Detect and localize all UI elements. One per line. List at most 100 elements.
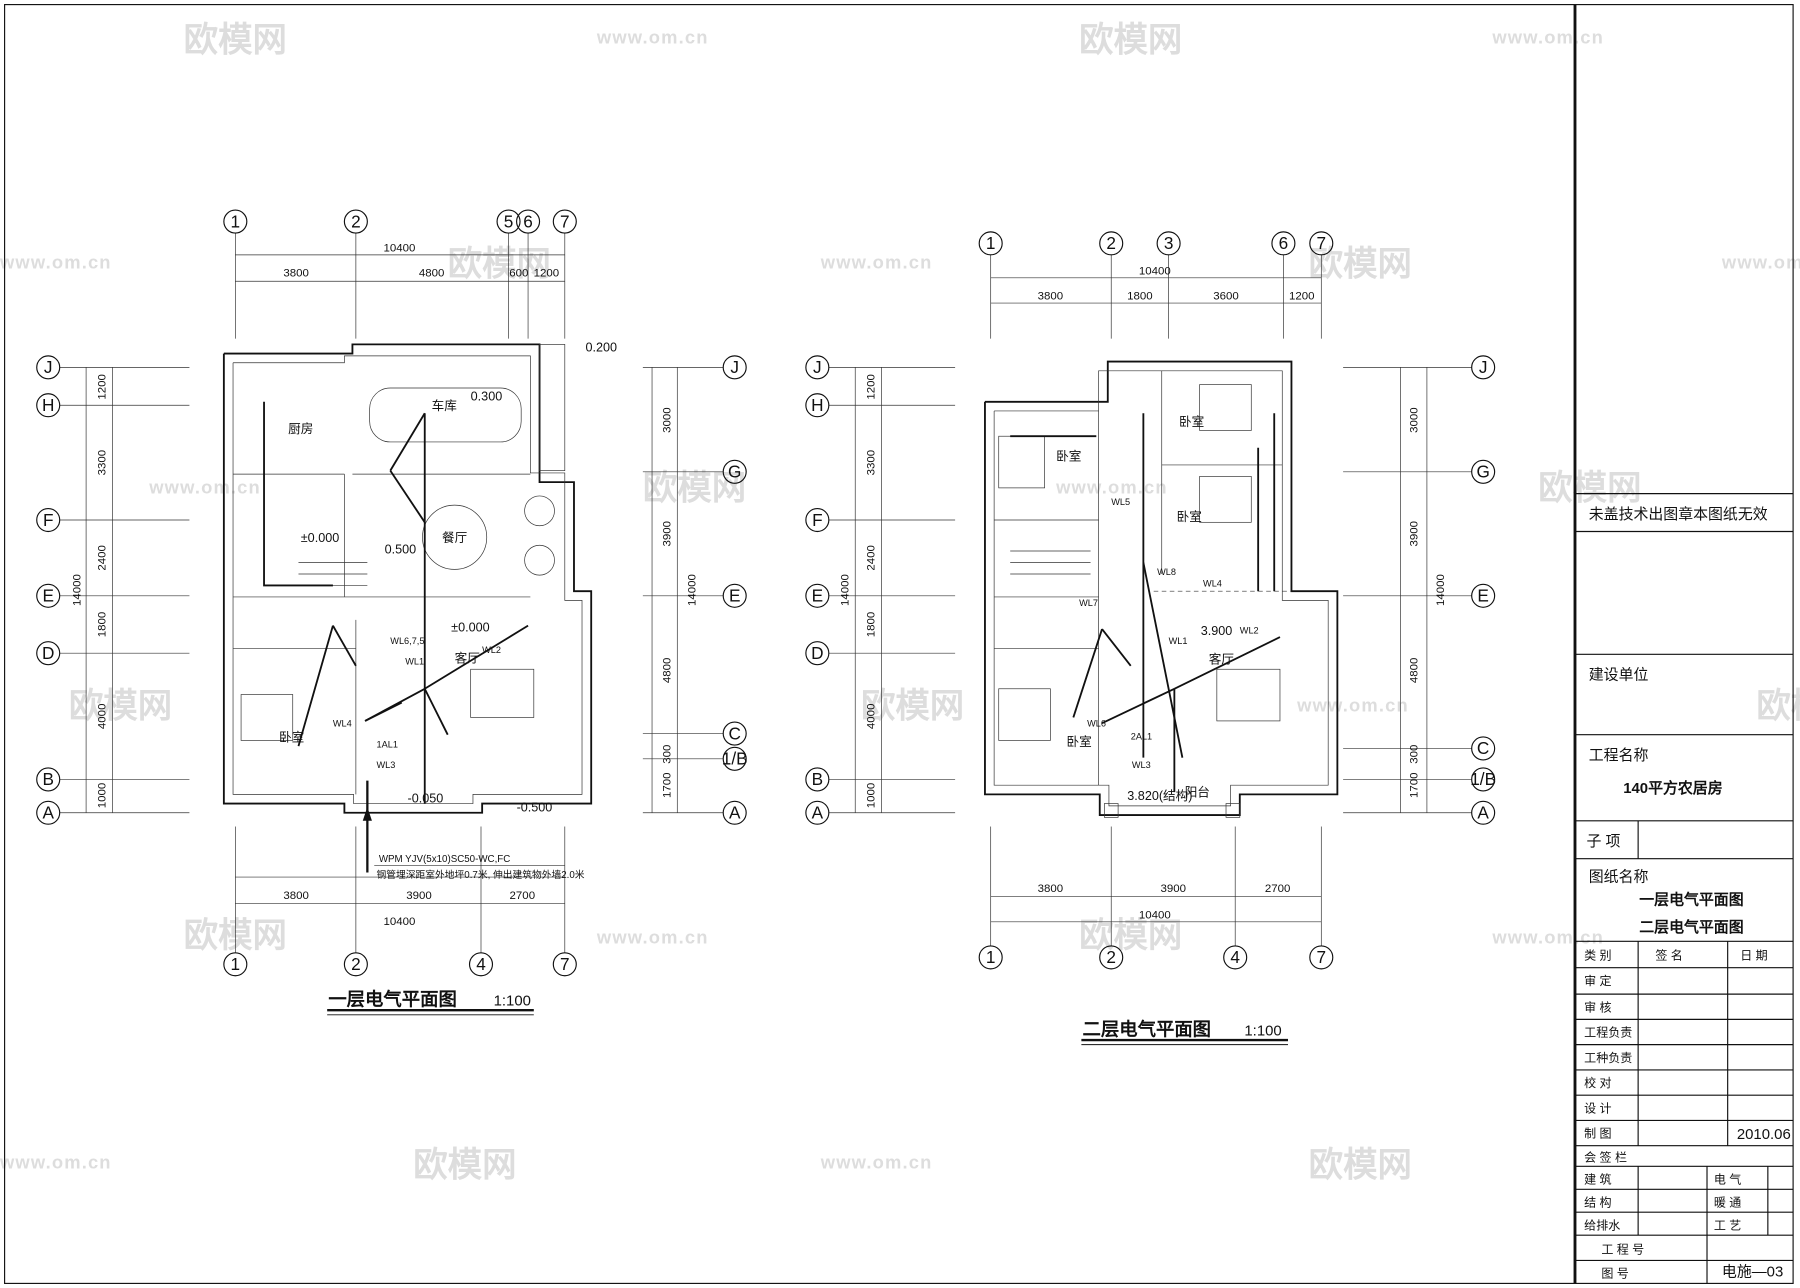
axis-bubble-left-label: F (812, 510, 823, 530)
dining-table-icon (422, 504, 488, 570)
axis-bubble-bottom (1309, 945, 1334, 970)
axis-bubble-left (36, 507, 61, 533)
axis-bubble-left (805, 767, 830, 792)
axis-bubble-top (1099, 231, 1124, 256)
axis-bubble-bottom (552, 952, 577, 977)
watermark-url: www.om.cn (0, 252, 112, 273)
axis-bubble-left-label: H (811, 395, 823, 415)
countersign-discipline: 给排水 (1584, 1218, 1620, 1232)
dimension-text: 1200 (534, 268, 560, 280)
axis-bubble-left-label: A (812, 802, 824, 822)
axis-bubble-bottom-label: 7 (1317, 947, 1327, 967)
dimension-text: 14000 (1435, 574, 1447, 606)
drawing-name: 一层电气平面图 (1639, 891, 1743, 909)
axis-bubble-right-label: C (728, 723, 740, 743)
dimension-text: 3900 (1409, 521, 1421, 547)
countersign-discipline: 电 气 (1714, 1172, 1741, 1187)
axis-bubble-bottom-label: 1 (986, 947, 996, 967)
axis-bubble-left (805, 800, 830, 825)
watermark-brand: 欧模网 (861, 687, 964, 725)
axis-bubble-right (722, 721, 747, 746)
axis-bubble-bottom (978, 945, 1003, 970)
countersign-discipline: 工 艺 (1714, 1218, 1741, 1232)
plan2-floorplan (984, 360, 1339, 818)
title-block-grid (1574, 493, 1794, 1284)
dimension-text: 10400 (384, 916, 416, 928)
watermark-url: www.om.cn (596, 927, 709, 948)
signoff-header: 类 别 (1584, 949, 1611, 963)
room-label: 厨房 (288, 421, 313, 436)
cable-burial-note: 钢管埋深距室外地坪0.7米, 伸出建筑物外墙2.0米 (377, 868, 585, 881)
dimension-text: 1000 (97, 783, 109, 809)
watermark-url: www.om.cn (1721, 252, 1800, 273)
signoff-role: 校 对 (1584, 1075, 1611, 1090)
signoff-header: 日 期 (1740, 949, 1767, 963)
dimension-text: 1000 (866, 783, 878, 809)
axis-bubble-left (36, 767, 61, 792)
axis-bubble-top (516, 209, 541, 234)
plan1-title: 一层电气平面图 (328, 989, 457, 1010)
axis-bubble-top (1156, 231, 1181, 256)
axis-bubble-top-label: 6 (523, 211, 533, 231)
axis-bubble-left-label: B (812, 769, 823, 789)
stamp-notice: 未盖技术出图章本图纸无效 (1589, 505, 1768, 523)
axis-bubble-top-label: 1 (986, 233, 996, 253)
sheet-border (4, 4, 1794, 1284)
elevation-mark: 0.300 (471, 390, 503, 404)
dimension-text: 14000 (839, 574, 851, 606)
plan2-scale: 1:100 (1244, 1022, 1281, 1039)
axis-bubble-left (805, 641, 830, 666)
dimension-text: 1700 (1409, 772, 1421, 798)
dimension-text: 4800 (1409, 658, 1421, 684)
signoff-role: 工程负责 (1584, 1025, 1632, 1040)
axis-bubble-right (722, 800, 747, 825)
dimension-text: 1200 (97, 374, 109, 400)
sofa-icon (1216, 668, 1281, 722)
dimension-text: 2400 (97, 545, 109, 571)
elevation-mark: -0.050 (408, 791, 444, 805)
client-label: 建设单位 (1589, 667, 1649, 684)
dimension-text: 1200 (866, 374, 878, 400)
countersign-label: 会 签 栏 (1584, 1150, 1627, 1165)
circuit-label: WL1 (1169, 636, 1188, 646)
axis-bubble-right-label: E (1477, 586, 1488, 606)
project-number-label: 工 程 号 (1601, 1242, 1644, 1257)
dimension-text: 3800 (283, 890, 309, 902)
dimension-text: 2700 (1265, 883, 1291, 895)
dimension-text: 3900 (661, 521, 673, 547)
bed-icon (240, 694, 294, 741)
circuit-label: 2AL1 (1131, 731, 1152, 741)
axis-bubble-left (36, 641, 61, 666)
dimension-text: 3000 (1409, 407, 1421, 433)
axis-bubble-right-label: C (1477, 738, 1489, 758)
elevation-mark: ±0.000 (301, 531, 339, 545)
watermark-brand: 欧模网 (413, 1147, 516, 1185)
axis-bubble-left-label: D (42, 643, 54, 663)
elevation-mark: ±0.000 (451, 620, 489, 634)
dimension-text: 3000 (661, 407, 673, 433)
room-label: 卧室 (1066, 734, 1091, 749)
dimension-text: 2700 (510, 890, 536, 902)
room-label: 阳台 (1185, 786, 1210, 800)
axis-bubble-top (496, 209, 521, 234)
axis-bubble-top-label: 3 (1164, 233, 1174, 253)
circuit-label: WL4 (333, 719, 352, 729)
axis-bubble-left-label: E (42, 586, 53, 606)
countersign-discipline: 暖 通 (1714, 1195, 1741, 1209)
axis-bubble-right (1471, 767, 1496, 792)
dimension-text: 3800 (1038, 883, 1064, 895)
dimension-text: 300 (661, 745, 673, 764)
dimension-text: 10400 (1139, 909, 1171, 921)
axis-bubble-left (36, 800, 61, 825)
elevation-mark: 0.200 (585, 340, 617, 354)
axis-bubble-bottom (223, 952, 248, 977)
axis-bubble-top (343, 209, 368, 234)
watermark-brand: 欧模网 (1309, 1147, 1412, 1185)
watermark-url: www.om.cn (1491, 927, 1604, 948)
elevation-mark: -0.500 (517, 801, 553, 815)
dimension-text: 300 (1409, 745, 1421, 764)
circuit-label: WL3 (1132, 760, 1151, 770)
